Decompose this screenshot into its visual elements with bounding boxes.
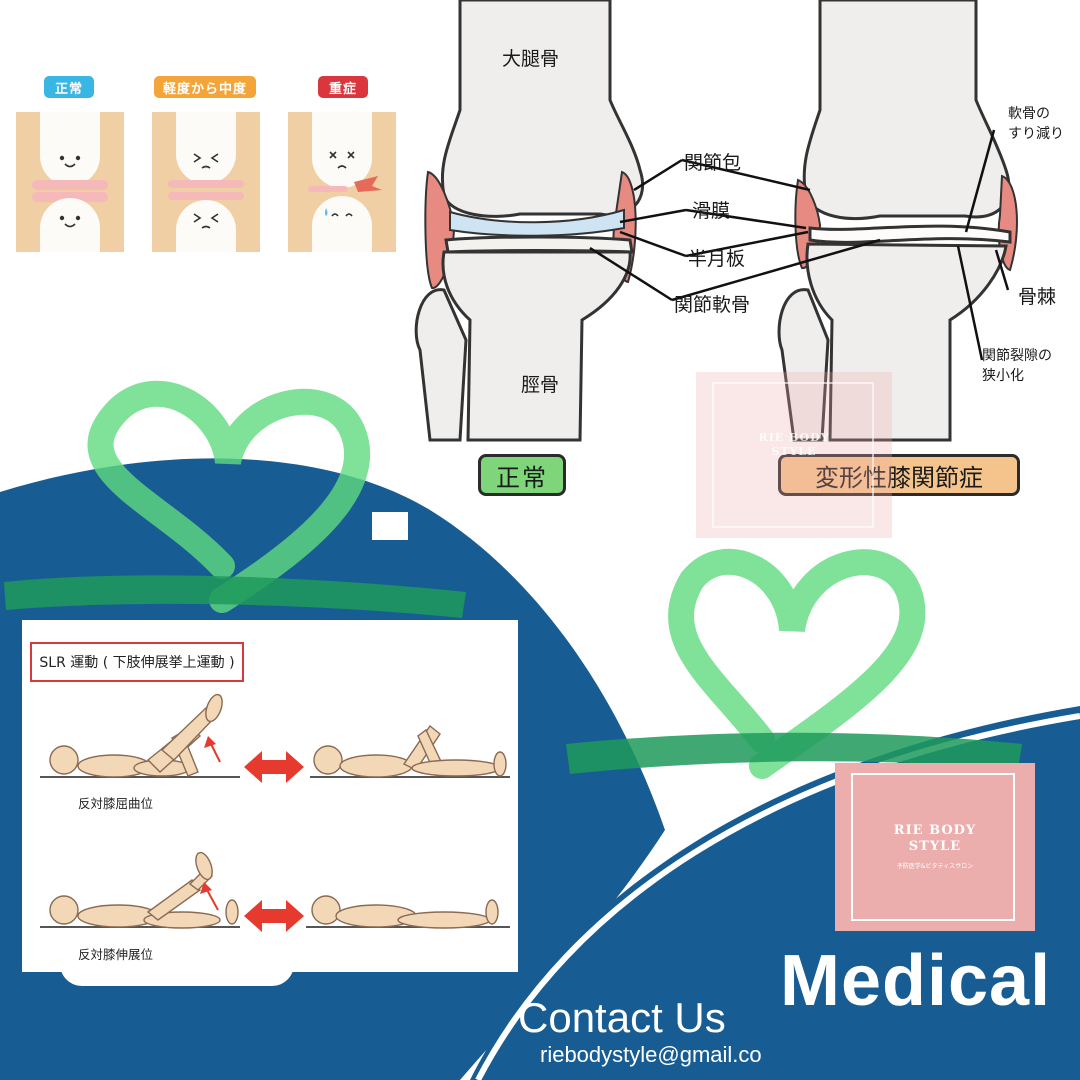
floor-line — [306, 926, 510, 928]
label-synovium: 滑膜 — [692, 200, 731, 222]
caption-flexed: 反対膝屈曲位 — [78, 796, 154, 811]
slr-title: SLR 運動 ( 下肢伸展挙上運動 ) — [30, 642, 244, 682]
brand-logo: RIE BODY STYLE 予防医学&ビタティスサロン — [835, 763, 1035, 931]
ribbon-heart-left — [4, 380, 466, 618]
label-meniscus: 半月板 — [688, 248, 746, 270]
joint-panel-mild — [152, 112, 260, 252]
ribbon-heart-right — [566, 548, 1022, 779]
oa-knee — [777, 0, 1018, 442]
watermark-line2: STYLE — [771, 445, 817, 458]
floor-line — [40, 776, 240, 778]
badge-severe: 重症 — [318, 76, 368, 98]
pain-face-icon — [325, 151, 382, 217]
logo-line2: STYLE — [908, 839, 962, 854]
badge-mild: 軽度から中度 — [154, 76, 256, 98]
watermark-line1: RIE BODY — [758, 431, 830, 444]
label-cartilage: 関節軟骨 — [674, 294, 751, 316]
double-arrow-icon — [244, 900, 304, 932]
joint-panel-severe — [288, 112, 396, 252]
label-capsule: 関節包 — [684, 152, 742, 174]
logo-line1: RIE BODY — [893, 823, 977, 838]
tag-normal: 正常 — [478, 454, 566, 496]
smile-face-icon — [59, 155, 81, 228]
double-arrow-icon — [244, 751, 304, 783]
caption-extended: 反対膝伸展位 — [78, 947, 154, 962]
strain-face-icon — [193, 153, 219, 229]
label-cartilage-wear: 軟骨の すり減り — [1008, 106, 1064, 142]
watermark-logo: RIE BODY STYLE — [696, 372, 892, 538]
contact-heading: Contact Us — [518, 994, 726, 1041]
label-tibia: 脛骨 — [521, 374, 560, 396]
logo-subtitle: 予防医学&ビタティスサロン — [896, 863, 974, 870]
floor-line — [40, 926, 240, 928]
label-femur: 大腿骨 — [502, 48, 560, 70]
slr-figures — [49, 693, 507, 929]
heading-medical: Medical — [780, 941, 1052, 1021]
label-narrowing: 関節裂隙の 狭小化 — [982, 348, 1052, 384]
slr-card-tab — [60, 960, 294, 986]
floor-line — [310, 776, 510, 778]
joint-panel-normal — [16, 112, 124, 252]
label-osteophyte: 骨棘 — [1018, 286, 1057, 308]
knee-diagram — [414, 0, 1018, 442]
email-link[interactable]: riebodystyle@gmail.co — [540, 1042, 762, 1067]
normal-knee — [414, 0, 645, 442]
badge-normal: 正常 — [44, 76, 94, 98]
tag-oa: 変形性膝関節症 — [778, 454, 1020, 496]
